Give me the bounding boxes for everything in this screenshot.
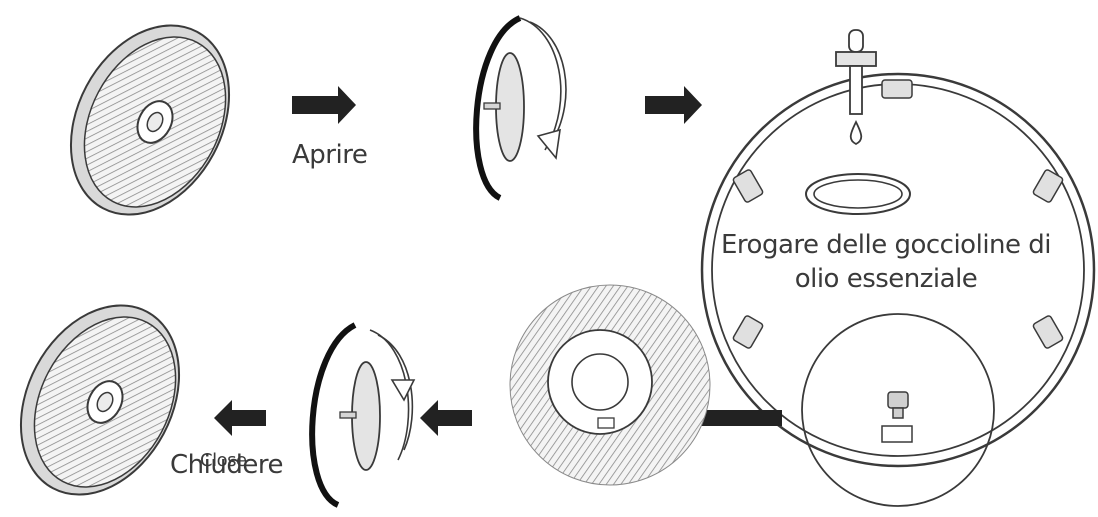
dropper-icon: [835, 29, 877, 146]
arrow-left-mid: [420, 400, 472, 436]
arrow-right-to-detail: [645, 86, 702, 124]
label-open: Aprire: [292, 140, 368, 170]
label-close-overlay: Close: [200, 450, 247, 471]
arrow-left-close: [214, 400, 266, 436]
side-view-close-rotation: [309, 322, 416, 508]
open-reservoir-large-view: [700, 72, 1096, 468]
side-view-open-rotation: [473, 15, 567, 201]
vent-disc-detail: [509, 284, 711, 486]
closed-diffuser-top: [69, 24, 231, 216]
label-essential-oil-drops: Erogare delle goccioline di olio essenzi…: [700, 228, 1072, 296]
closed-diffuser-bottom: [19, 304, 181, 496]
label-drip-line2: olio essenziale: [794, 264, 978, 294]
label-close: Chiudere: [170, 450, 283, 480]
arrow-right-open: [292, 86, 356, 124]
label-drip-line1: Erogare delle goccioline di: [720, 230, 1052, 260]
zoom-detail-circle: [801, 313, 995, 507]
